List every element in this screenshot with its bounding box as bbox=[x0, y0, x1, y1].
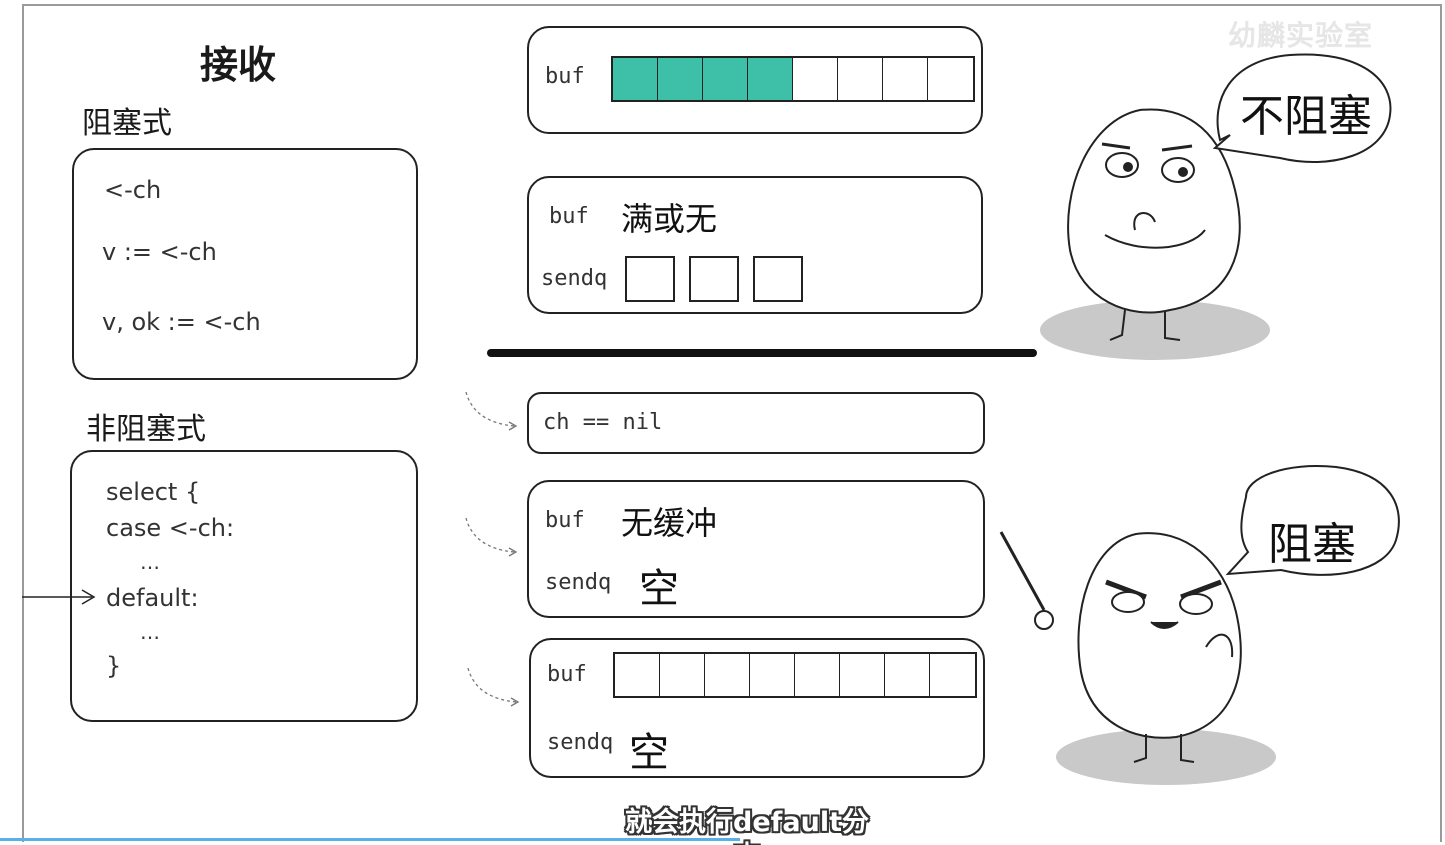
sendq-cell bbox=[625, 256, 675, 302]
video-progress-bar[interactable] bbox=[0, 838, 740, 841]
code-line: select { bbox=[106, 478, 201, 506]
buffer-cell-empty bbox=[930, 654, 975, 696]
buffer-cell-empty bbox=[840, 654, 885, 696]
video-subtitle: 就会执行default分支 bbox=[625, 807, 869, 845]
buffer-cell-filled bbox=[658, 58, 703, 100]
nonblocking-heading: 非阻塞式 bbox=[86, 412, 206, 447]
speech-bubble-nonblocking: 不阻塞 bbox=[1240, 91, 1372, 142]
pointer-arrow-icon bbox=[22, 589, 96, 605]
sendq-cell bbox=[753, 256, 803, 302]
code-line: <-ch bbox=[104, 176, 162, 204]
sendq-label: sendq bbox=[547, 730, 614, 755]
code-line: … bbox=[140, 550, 160, 574]
buffer-cell-empty bbox=[660, 654, 705, 696]
buf-label: buf bbox=[545, 508, 585, 533]
buffer-cell-empty bbox=[750, 654, 795, 696]
buffer-cell-filled bbox=[613, 58, 658, 100]
unbuffered-box: buf 无缓冲 sendq 空 bbox=[527, 480, 985, 618]
buffer-cell-empty bbox=[838, 58, 883, 100]
buffer-cell-empty bbox=[705, 654, 750, 696]
nil-condition: ch == nil bbox=[543, 410, 663, 435]
nonblocking-code-box: select { case <-ch: … default: … } bbox=[70, 450, 418, 722]
buffer-cell-empty bbox=[793, 58, 838, 100]
buffer-cell-filled bbox=[703, 58, 748, 100]
slide-frame bbox=[22, 4, 1442, 842]
code-line: default: bbox=[106, 584, 199, 612]
sendq-state: 空 bbox=[629, 730, 669, 776]
buf-label: buf bbox=[545, 64, 585, 89]
egg-character-pointing-icon bbox=[999, 465, 1400, 785]
speech-bubble-blocking: 阻塞 bbox=[1268, 519, 1356, 570]
buffer-cell-empty bbox=[795, 654, 840, 696]
sendq-label: sendq bbox=[541, 266, 608, 291]
blocking-heading: 阻塞式 bbox=[82, 106, 172, 141]
buf-label: buf bbox=[547, 662, 587, 687]
buffer-cells bbox=[611, 56, 975, 102]
nil-channel-box: ch == nil bbox=[527, 392, 985, 454]
egg-character-thinking-icon bbox=[1040, 53, 1392, 360]
code-line: v, ok := <-ch bbox=[102, 308, 261, 336]
dotted-arrow-icon bbox=[467, 667, 520, 707]
buffer-box-partial: buf bbox=[527, 26, 983, 134]
buffer-cell-empty bbox=[883, 58, 928, 100]
sendq-cell bbox=[689, 256, 739, 302]
page-title: 接收 bbox=[200, 42, 277, 87]
watermark: 幼麟实验室 bbox=[1228, 19, 1374, 52]
buf-state: 满或无 bbox=[621, 200, 718, 238]
buf-label: buf bbox=[549, 204, 589, 229]
sendq-state: 空 bbox=[639, 566, 679, 612]
buffer-cell-empty bbox=[928, 58, 973, 100]
code-line: … bbox=[140, 620, 160, 644]
empty-buffer-box: buf sendq 空 bbox=[529, 638, 985, 778]
blocking-code-box: <-ch v := <-ch v, ok := <-ch bbox=[72, 148, 418, 380]
divider-line bbox=[487, 349, 1037, 357]
dotted-arrow-icon bbox=[465, 391, 518, 431]
code-line: v := <-ch bbox=[102, 238, 217, 266]
buffer-cell-filled bbox=[748, 58, 793, 100]
code-line: } bbox=[106, 652, 122, 680]
code-line: case <-ch: bbox=[106, 514, 235, 542]
buffer-cell-empty bbox=[885, 654, 930, 696]
buffer-cell-empty bbox=[615, 654, 660, 696]
buffer-sendq-box: buf 满或无 sendq bbox=[527, 176, 983, 314]
sendq-label: sendq bbox=[545, 570, 612, 595]
dotted-arrow-icon bbox=[465, 517, 518, 557]
buffer-cells bbox=[613, 652, 977, 698]
buf-state: 无缓冲 bbox=[621, 504, 718, 542]
